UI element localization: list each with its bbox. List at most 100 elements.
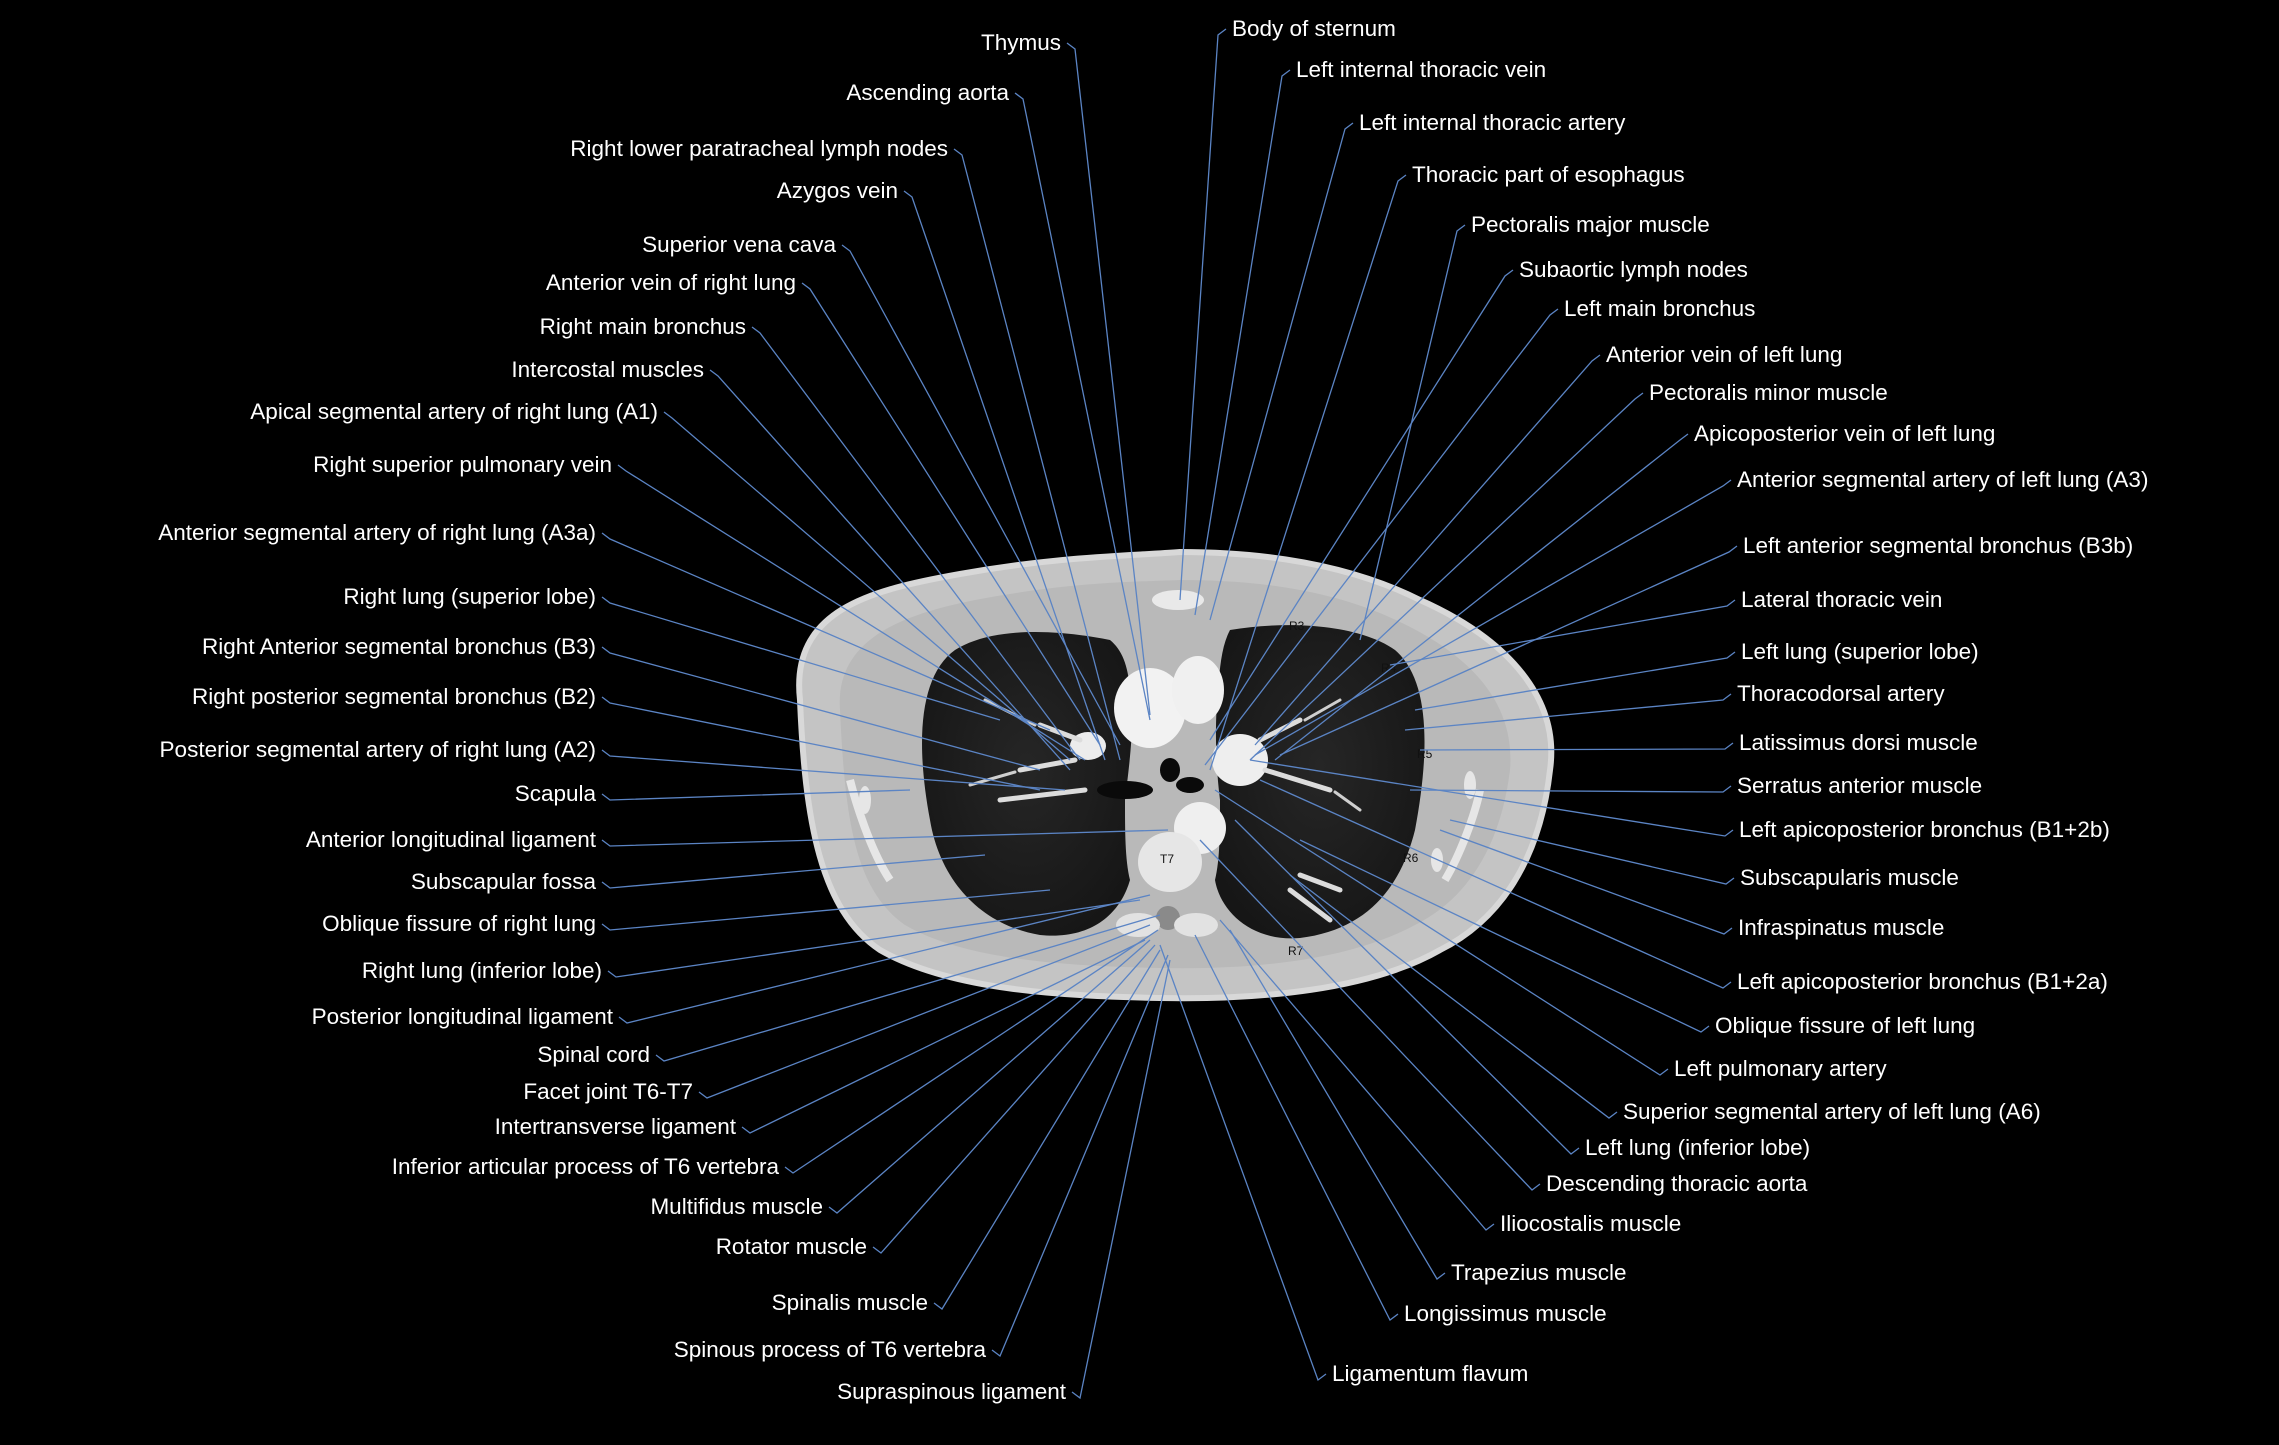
label-right-16: Serratus anterior muscle — [1737, 773, 1982, 798]
leader-line-right-28 — [1194, 934, 1399, 1321]
label-right-29: Ligamentum flavum — [1332, 1361, 1528, 1386]
label-right-0: Body of sternum — [1232, 16, 1396, 41]
label-right-19: Infraspinatus muscle — [1738, 915, 1944, 940]
label-left-29: Supraspinous ligament — [837, 1379, 1067, 1404]
leader-line-right-25 — [1199, 839, 1541, 1191]
leader-line-left-10 — [601, 532, 1051, 731]
leader-line-right-29 — [1159, 944, 1327, 1382]
label-left-1: Ascending aorta — [846, 80, 1009, 105]
vertebra-label: T7 — [1160, 852, 1174, 866]
label-left-13: Right posterior segmental bronchus (B2) — [192, 684, 596, 709]
leader-line-right-15 — [1419, 742, 1734, 751]
label-right-20: Left apicoposterior bronchus (B1+2a) — [1737, 969, 2108, 994]
leader-line-right-11 — [1279, 545, 1738, 756]
leader-line-left-19 — [607, 899, 1141, 978]
label-left-6: Right main bronchus — [540, 314, 746, 339]
leader-line-right-16 — [1409, 785, 1732, 793]
leader-line-left-0 — [1066, 42, 1151, 716]
leader-line-left-18 — [601, 889, 1051, 931]
leader-line-right-4 — [1359, 224, 1466, 641]
leader-line-left-2 — [953, 148, 1121, 761]
leader-line-left-6 — [751, 326, 1081, 761]
leader-line-right-17 — [1249, 759, 1734, 837]
leader-line-right-3 — [1209, 174, 1407, 771]
leader-line-left-22 — [698, 924, 1151, 1099]
right-lung — [922, 631, 1133, 936]
label-right-15: Latissimus dorsi muscle — [1739, 730, 1978, 755]
right-main-bronchus-lumen — [1097, 781, 1153, 799]
rib-label-r6: R6 — [1403, 851, 1419, 865]
label-left-15: Scapula — [515, 781, 597, 806]
leader-line-left-1 — [1014, 92, 1151, 721]
leader-line-left-25 — [828, 939, 1151, 1214]
leader-line-left-7 — [709, 369, 1071, 771]
label-right-28: Longissimus muscle — [1404, 1301, 1607, 1326]
leader-line-left-21 — [655, 914, 1161, 1062]
label-left-7: Intercostal muscles — [511, 357, 704, 382]
left-pulmonary-artery-shape — [1212, 734, 1268, 786]
vertebral-body — [1138, 832, 1202, 892]
rib-label-r5: R5 — [1417, 747, 1433, 761]
leader-line-right-8 — [1249, 392, 1644, 761]
left-lung — [1215, 625, 1425, 939]
label-left-18: Oblique fissure of right lung — [322, 911, 596, 936]
left-main-bronchus-lumen — [1160, 758, 1180, 782]
leader-line-left-11 — [601, 596, 1001, 721]
leader-line-right-19 — [1439, 829, 1733, 935]
leader-line-left-3 — [903, 190, 1106, 761]
label-right-27: Trapezius muscle — [1451, 1260, 1626, 1285]
label-left-12: Right Anterior segmental bronchus (B3) — [202, 634, 596, 659]
leader-line-right-22 — [1214, 789, 1669, 1076]
leader-lines — [601, 28, 1738, 1400]
leader-line-left-23 — [741, 939, 1146, 1134]
leader-line-left-8 — [663, 411, 1071, 761]
label-right-3: Thoracic part of esophagus — [1412, 162, 1685, 187]
label-left-8: Apical segmental artery of right lung (A… — [250, 399, 658, 424]
leader-line-left-27 — [933, 949, 1161, 1310]
sternum-shape — [1152, 590, 1204, 610]
label-right-6: Left main bronchus — [1564, 296, 1755, 321]
label-left-0: Thymus — [981, 30, 1061, 55]
label-left-11: Right lung (superior lobe) — [343, 584, 596, 609]
label-left-24: Inferior articular process of T6 vertebr… — [392, 1154, 780, 1179]
leader-line-left-14 — [601, 749, 1066, 791]
label-left-10: Anterior segmental artery of right lung … — [158, 520, 596, 545]
leader-line-right-13 — [1414, 651, 1736, 711]
leader-line-right-21 — [1299, 839, 1710, 1033]
leader-line-left-4 — [841, 244, 1121, 746]
ct-axial-slice: T7 R3 R4 R5 R6 R7 — [796, 548, 1555, 1002]
leader-line-right-6 — [1204, 308, 1559, 766]
mediastinal-vessel — [1172, 656, 1224, 724]
leader-line-left-17 — [601, 854, 986, 889]
label-left-3: Azygos vein — [777, 178, 898, 203]
leader-line-left-15 — [601, 789, 911, 801]
label-right-23: Superior segmental artery of left lung (… — [1623, 1099, 2041, 1124]
leader-line-right-18 — [1449, 819, 1735, 885]
rib-label-r4: R4 — [1381, 661, 1397, 675]
leader-line-left-20 — [618, 894, 1151, 1024]
label-right-21: Oblique fissure of left lung — [1715, 1013, 1975, 1038]
leader-line-left-28 — [991, 954, 1169, 1358]
label-right-13: Left lung (superior lobe) — [1741, 639, 1979, 664]
leader-line-right-10 — [1254, 479, 1732, 756]
label-left-17: Subscapular fossa — [411, 869, 597, 894]
label-right-1: Left internal thoracic vein — [1296, 57, 1546, 82]
label-right-10: Anterior segmental artery of left lung (… — [1737, 467, 2148, 492]
leader-line-right-0 — [1179, 28, 1227, 601]
label-right-26: Iliocostalis muscle — [1500, 1211, 1681, 1236]
label-right-5: Subaortic lymph nodes — [1519, 257, 1748, 282]
label-left-21: Spinal cord — [537, 1042, 650, 1067]
label-right-14: Thoracodorsal artery — [1737, 681, 1945, 706]
label-right-11: Left anterior segmental bronchus (B3b) — [1743, 533, 2133, 558]
label-left-22: Facet joint T6-T7 — [523, 1079, 693, 1104]
label-right-25: Descending thoracic aorta — [1546, 1171, 1808, 1196]
label-left-19: Right lung (inferior lobe) — [362, 958, 602, 983]
label-left-27: Spinalis muscle — [772, 1290, 928, 1315]
leader-line-left-16 — [601, 829, 1169, 847]
label-left-25: Multifidus muscle — [650, 1194, 823, 1219]
leader-line-right-5 — [1209, 269, 1514, 741]
leader-line-left-29 — [1071, 959, 1171, 1400]
leader-line-right-23 — [1289, 874, 1618, 1119]
